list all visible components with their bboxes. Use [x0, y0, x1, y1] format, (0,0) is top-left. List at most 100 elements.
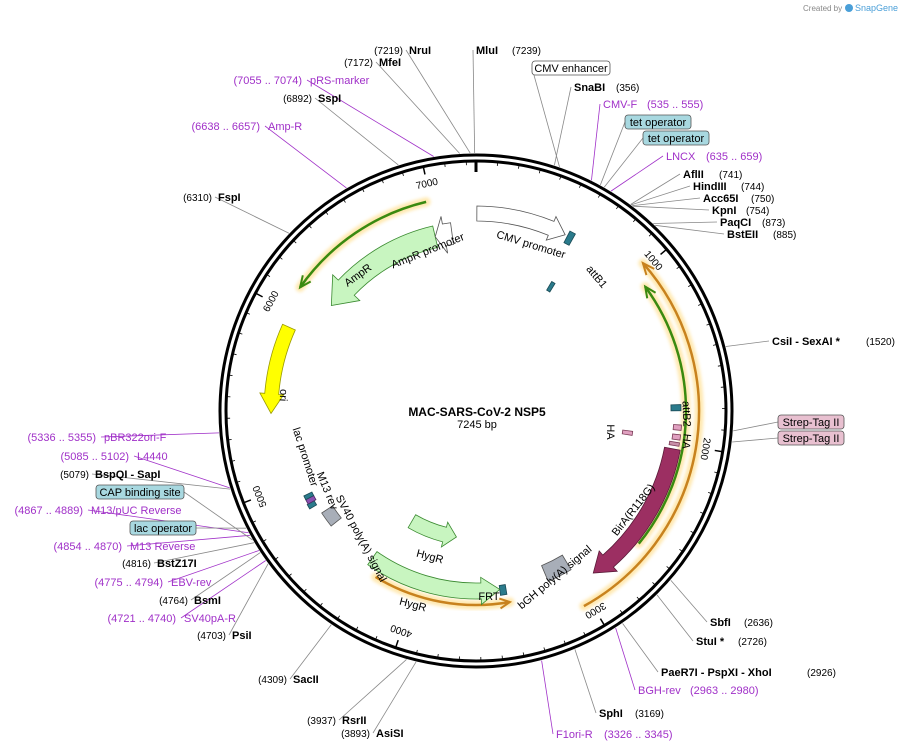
- minor-tick: [559, 175, 562, 180]
- primer-lncx-name: LNCX: [666, 151, 696, 163]
- minor-tick: [563, 640, 566, 645]
- major-tick: [243, 499, 252, 504]
- site-nrui-leader: [405, 49, 471, 154]
- ha-feature-inner[interactable]: [621, 429, 634, 436]
- bgh-polya-block[interactable]: [541, 554, 572, 582]
- minor-tick: [238, 332, 243, 335]
- bira-arrow[interactable]: [592, 446, 681, 574]
- box-strep-tag-1[interactable]: Strep-Tag II: [777, 414, 845, 430]
- minor-tick: [416, 649, 418, 654]
- major-tick: [660, 248, 668, 256]
- box-tet-operator-1-box: [624, 114, 692, 130]
- site-paer7i-pos: (2926): [807, 668, 836, 679]
- minor-tick: [690, 530, 695, 534]
- primer-pbr-name: pBR322ori-F: [104, 432, 167, 444]
- box-cap-binding-site[interactable]: CAP binding site: [95, 484, 185, 500]
- primer-prs-leader: [306, 79, 434, 157]
- strep-tag-2[interactable]: [671, 433, 682, 441]
- site-asisi-leader: [372, 661, 417, 734]
- minor-tick: [712, 343, 718, 346]
- minor-tick: [342, 198, 346, 203]
- attb1-small[interactable]: [546, 280, 556, 293]
- attb2-feature[interactable]: [670, 404, 682, 412]
- major-tick: [599, 618, 606, 626]
- orf-green-ampr-arrowhead: [298, 275, 312, 290]
- minor-tick: [583, 631, 586, 636]
- minor-tick: [714, 471, 719, 474]
- primer-ebv-range: (4775 .. 4794): [95, 577, 164, 589]
- site-sspi-leader: [314, 97, 399, 166]
- ori-arrow[interactable]: [259, 323, 296, 415]
- site-paer7i-leader: [622, 623, 659, 673]
- site-bsteii-leader: [655, 224, 725, 235]
- site-snabi-name: SnaBI: [574, 82, 605, 94]
- feature-label-hygr1: HygR: [415, 548, 445, 567]
- minor-tick: [619, 610, 623, 614]
- box-tet-operator-1-label: tet operator: [630, 117, 687, 129]
- box-tet-operator-2[interactable]: tet operator: [642, 130, 710, 146]
- site-sspi-name: SspI: [318, 93, 341, 105]
- site-bsteii-pos: (885): [773, 230, 796, 241]
- cmv-promoter-arrow[interactable]: [476, 205, 566, 241]
- minor-tick: [361, 188, 365, 193]
- minor-tick: [666, 566, 671, 570]
- orf-orange-bottom: [374, 575, 511, 607]
- site-hindiii-pos: (744): [741, 182, 764, 193]
- site-aflii-name: AflII: [683, 169, 704, 181]
- site-paqci-name: PaqCI: [720, 217, 751, 229]
- primer-l4440-leader: [133, 455, 230, 489]
- minor-tick: [698, 303, 702, 306]
- site-bsmi-name: BsmI: [194, 595, 221, 607]
- minor-tick: [236, 480, 241, 483]
- box-tet-operator-1[interactable]: tet operator: [624, 114, 692, 130]
- primer-ebv-leader: [167, 550, 260, 583]
- minor-tick: [717, 365, 722, 367]
- primer-prs-name: pRS-marker: [310, 75, 370, 87]
- hygr-arrow-outer[interactable]: [367, 551, 501, 606]
- minor-tick: [706, 323, 711, 326]
- minor-tick: [228, 374, 233, 377]
- site-psii-pos: (4703): [197, 631, 226, 642]
- primer-lncx-leader: [610, 155, 664, 192]
- primer-l4440-name: L4440: [137, 451, 168, 463]
- box-strep-tag-2[interactable]: Strep-Tag II: [777, 430, 845, 446]
- primer-ampr-leader: [264, 125, 347, 189]
- site-sphi-leader: [574, 649, 597, 714]
- site-paqci-leader: [653, 221, 718, 224]
- feature-label-ha1: HA: [604, 424, 616, 440]
- lac-op-feature[interactable]: [303, 491, 315, 501]
- minor-tick: [381, 179, 384, 184]
- box-strep-tag-2-leader: [732, 437, 779, 443]
- frt-feature[interactable]: [498, 584, 508, 596]
- site-bstz17i-leader: [153, 542, 255, 564]
- minor-tick: [616, 205, 619, 210]
- orf-green-right-arrowhead: [643, 284, 657, 299]
- box-cap-binding-site-leader: [183, 491, 253, 541]
- site-hindiii-leader: [631, 185, 691, 206]
- minor-tick: [538, 169, 541, 174]
- site-paqci-pos: (873): [762, 218, 785, 229]
- box-lac-operator[interactable]: lac operator: [129, 520, 197, 536]
- primer-pbr-range: (5336 .. 5355): [28, 432, 97, 444]
- credit-brand: SnapGene: [855, 3, 898, 13]
- strep-tag-1[interactable]: [672, 424, 682, 431]
- site-bstz17i-name: BstZ17I: [157, 558, 197, 570]
- credit-prefix: Created by: [803, 4, 842, 13]
- site-mlui-leader: [472, 49, 476, 154]
- site-rsrii-name: RsrII: [342, 715, 366, 727]
- minor-tick: [231, 460, 236, 462]
- orf-green-right: [637, 285, 688, 545]
- site-mfei-pos: (7172): [344, 58, 373, 69]
- site-bspqi-name: BspQI - SapI: [95, 469, 160, 481]
- sv40-polya-block[interactable]: [321, 505, 342, 527]
- ampr-promoter-arrow[interactable]: [434, 216, 454, 254]
- ampr-arrow[interactable]: [330, 225, 439, 307]
- box-cmv-enhancer[interactable]: CMV enhancer: [531, 60, 611, 76]
- attb1-feature[interactable]: [563, 230, 576, 246]
- site-stui-pos: (2726): [738, 637, 767, 648]
- hygr-arrow-inner[interactable]: [407, 514, 457, 548]
- feature-label-frt: FRT: [478, 591, 499, 603]
- ha-feature-right[interactable]: [668, 440, 680, 447]
- site-bstz17i-pos: (4816): [122, 559, 151, 570]
